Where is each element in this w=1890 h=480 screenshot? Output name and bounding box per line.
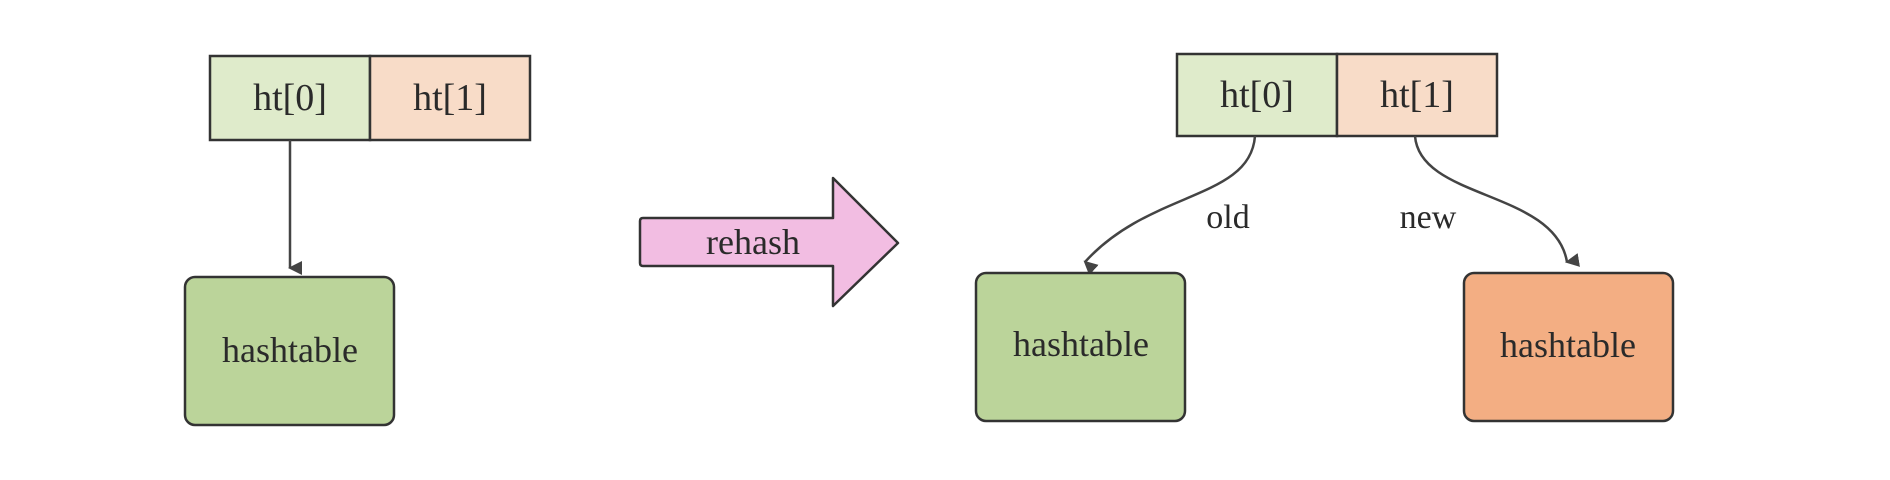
old-hashtable-box: [974, 271, 1187, 423]
right-dict: ht[0] ht[1]: [1175, 52, 1499, 138]
rehash-label: rehash: [706, 222, 800, 262]
new-hashtable-label: hashtable: [1500, 325, 1636, 365]
old-hashtable-label: hashtable: [1013, 324, 1149, 364]
new-hashtable: hashtable: [1462, 271, 1675, 423]
left-slot-1: [368, 54, 532, 142]
rehash-arrow: rehash: [638, 176, 900, 308]
new-hashtable-box: [1462, 271, 1675, 423]
right-slot-1: [1335, 52, 1499, 138]
left-hashtable-label: hashtable: [222, 330, 358, 370]
new-edge-label: new: [1400, 199, 1457, 236]
old-edge-label: old: [1206, 199, 1249, 236]
left-dict: ht[0] ht[1]: [208, 54, 532, 142]
right-slot-1-label: ht[1]: [1380, 74, 1454, 116]
left-hashtable-box: [183, 275, 396, 427]
rehash-arrow-shape: [638, 176, 900, 308]
left-hashtable: hashtable: [183, 275, 396, 427]
old-hashtable: hashtable: [974, 271, 1187, 423]
left-slot-0: [208, 54, 372, 142]
right-slot-0-label: ht[0]: [1220, 74, 1294, 116]
new-pointer-arrow: [1413, 135, 1580, 267]
old-pointer-arrow: [1083, 135, 1257, 276]
left-slot-1-label: ht[1]: [413, 77, 487, 119]
left-slot-0-label: ht[0]: [253, 77, 327, 119]
